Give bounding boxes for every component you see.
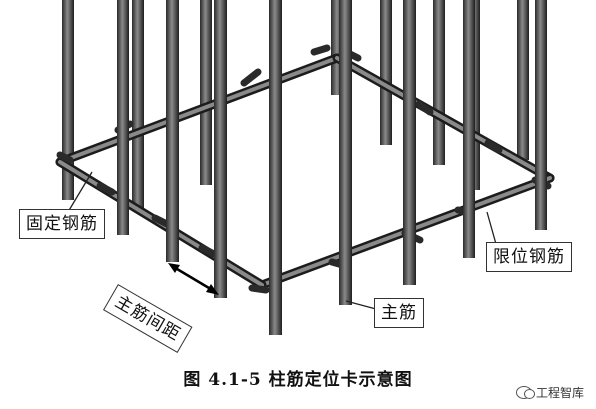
main-rebar: [132, 0, 144, 210]
main-rebar: [214, 0, 227, 298]
main-rebar: [535, 0, 547, 230]
spacing-dimension: [168, 263, 219, 295]
limit-rebar: [415, 100, 434, 116]
main-rebar: [433, 0, 445, 165]
main-rebar: [339, 0, 352, 305]
main-rebar: [117, 0, 129, 235]
limit-rebar: [151, 214, 171, 228]
watermark-text: 工程智库: [535, 386, 584, 400]
limit-rebar: [484, 139, 503, 154]
limit-rebar-leader: [486, 211, 497, 245]
spacing-arrow: [171, 264, 215, 293]
main-rebar: [403, 0, 416, 285]
main-rebar: [517, 0, 529, 160]
back-main-bars: [62, 0, 529, 210]
wechat-icon: [515, 386, 535, 399]
figure-caption: 图 4.1-5 柱筋定位卡示意图: [183, 370, 413, 390]
leader-lines: [67, 171, 497, 310]
main-rebar: [380, 0, 392, 145]
limit-rebar: [96, 182, 116, 196]
main-rebar: [166, 0, 179, 262]
limit-rebar: [198, 244, 218, 258]
limit-rebar-label: 限位钢筋: [486, 242, 572, 272]
front-main-bars: [117, 0, 547, 335]
main-rebar-label: 主筋: [374, 298, 424, 328]
main-rebar-leader: [345, 300, 377, 310]
limit-rebar: [240, 68, 262, 87]
fixed-rebar: [58, 56, 339, 164]
fixed-rebar: [335, 56, 552, 180]
watermark: 工程智库: [515, 384, 584, 401]
fixed-rebar-leader: [67, 171, 93, 213]
limit-rebar: [248, 284, 270, 294]
main-rebar: [62, 0, 74, 200]
main-rebar: [463, 0, 475, 258]
arrow-head-left: [168, 263, 180, 273]
limit-rebar: [56, 151, 74, 164]
limit-rebar: [310, 44, 331, 56]
main-rebar: [200, 0, 212, 185]
arrow-head-right: [206, 284, 219, 295]
fixed-rebar-label: 固定钢筋: [19, 209, 105, 239]
main-rebar: [269, 0, 282, 335]
